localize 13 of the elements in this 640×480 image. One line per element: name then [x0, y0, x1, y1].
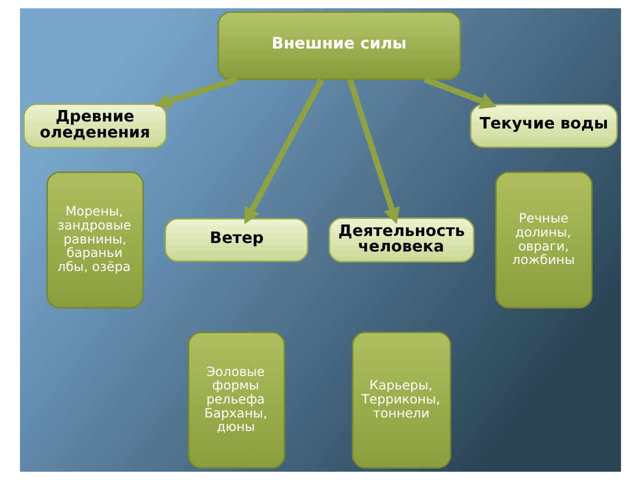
node-box: Морены, зандровые равнины, бараньи лбы, озёра — [46, 172, 144, 308]
node-box: Ветер — [164, 218, 308, 262]
node-box: Деятельность человека — [328, 218, 474, 262]
node-box: Внешние силы — [216, 11, 461, 80]
node-box: Эоловые формы рельефа Барханы, дюны — [187, 332, 285, 469]
node-box: Текучие воды — [470, 104, 618, 148]
arrow — [154, 76, 238, 110]
node-box: Речные долины, овраги, ложбины — [494, 172, 592, 308]
node-box: Древние оледенения — [22, 103, 167, 148]
arrow — [346, 78, 400, 224]
arrow — [423, 76, 496, 109]
arrow — [244, 78, 324, 224]
node-box: Карьеры, Терриконы, тоннели — [351, 332, 451, 469]
